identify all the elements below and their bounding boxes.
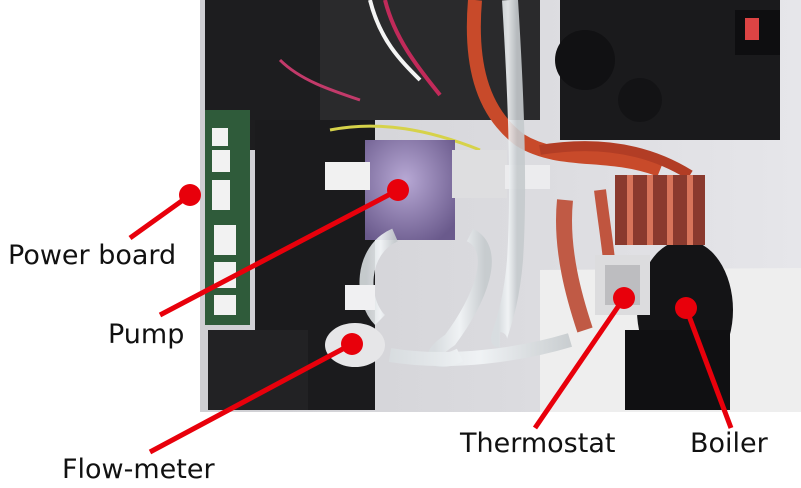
- pointer-boiler: [675, 297, 734, 429]
- pointer-flow-meter: [148, 333, 363, 455]
- pointer-pump: [158, 179, 409, 318]
- machine-photo: [200, 0, 801, 412]
- label-flow-meter: Flow-meter: [62, 454, 215, 485]
- pointer-thermostat: [532, 287, 635, 430]
- label-pump: Pump: [108, 319, 185, 350]
- label-thermostat: Thermostat: [460, 428, 616, 459]
- pointer-power-board: [128, 184, 201, 241]
- label-power-board: Power board: [8, 240, 177, 271]
- label-boiler: Boiler: [690, 428, 768, 459]
